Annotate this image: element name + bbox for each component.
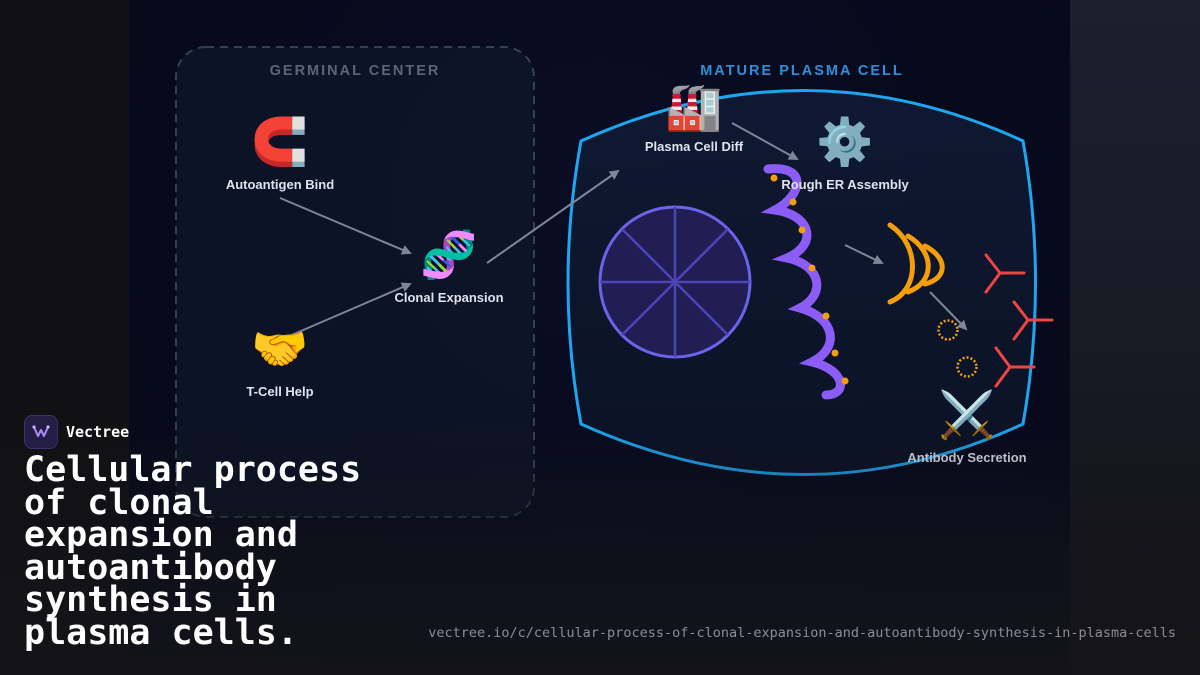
node-label: Clonal Expansion <box>394 290 503 305</box>
node-label: Plasma Cell Diff <box>645 139 744 154</box>
node-label: Autoantigen Bind <box>226 177 334 192</box>
germinal-center-title: GERMINAL CENTER <box>270 63 441 79</box>
brand: Vectree <box>24 415 129 449</box>
crossed-swords-icon: ⚔️ <box>938 388 995 442</box>
dna-icon: 🧬 <box>420 227 477 283</box>
nucleus <box>598 205 752 359</box>
node-label: Rough ER Assembly <box>781 177 909 192</box>
node-label: T-Cell Help <box>246 384 313 399</box>
source-url[interactable]: vectree.io/c/cellular-process-of-clonal-… <box>428 625 1176 641</box>
magnet-icon: 🧲 <box>251 115 308 169</box>
gear-icon: ⚙️ <box>816 115 873 169</box>
plasma-cell-title: MATURE PLASMA CELL <box>700 63 904 79</box>
node-t-cell-help: 🤝 T-Cell Help <box>246 322 313 400</box>
page-caption: Cellular process of clonal expansion and… <box>24 450 362 653</box>
node-label: Antibody Secretion <box>907 450 1026 465</box>
factory-icon: 🏭 <box>665 80 722 134</box>
handshake-icon: 🤝 <box>251 322 308 376</box>
brand-name: Vectree <box>66 423 130 441</box>
germinal-center-boundary <box>175 46 535 518</box>
vectree-logo-icon <box>24 415 58 449</box>
germinal-center-region: GERMINAL CENTER <box>175 46 535 518</box>
